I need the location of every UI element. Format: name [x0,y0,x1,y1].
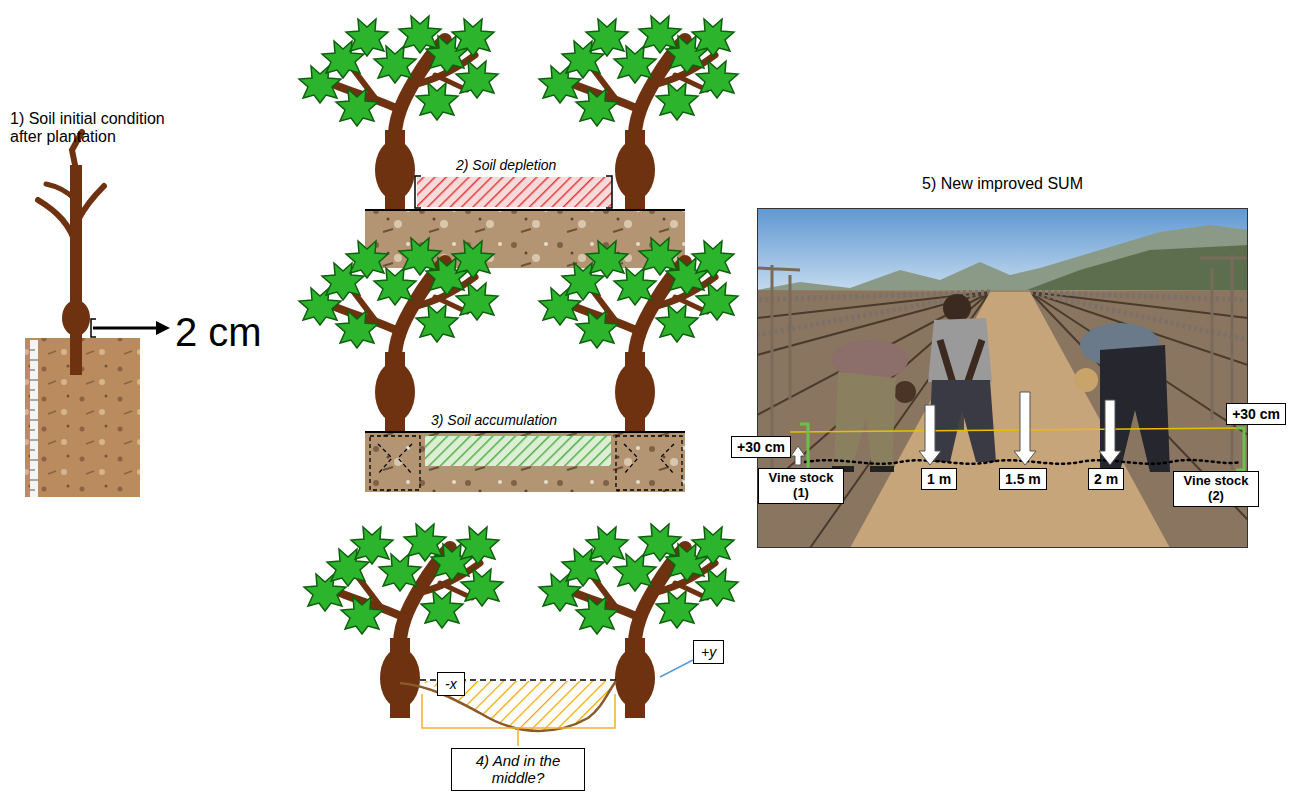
arrow-head [156,321,170,335]
accumulation-area [425,436,611,466]
question-box: 4) And in the middle? [451,748,585,791]
panel-caption: 2) Soil depletion [456,157,556,173]
vine-stock-box: Vine stock (1) [758,468,844,504]
white-arrow [1014,392,1036,465]
yellow-bracket [422,694,615,746]
dimension-label: 2 cm [175,309,262,355]
ruler [30,340,38,497]
depletion-area [417,177,612,207]
vine-row-lines [757,292,1248,548]
soil-surface-curve [400,681,616,731]
box-text: 1 m [927,471,951,487]
white-arrow [1099,400,1121,465]
person-left [832,340,916,472]
box-text: Vine stock (2) [1179,474,1253,504]
white-arrow [919,405,941,465]
box-text: Vine stock (1) [764,471,838,501]
distance-box: 2 m [1088,468,1124,490]
height-label-box: +30 cm [1226,403,1286,425]
young-vine-branch [78,186,104,220]
distance-box: 1 m [921,468,957,490]
ruler-ticks [30,350,38,490]
box-text: -x [445,676,457,692]
middle-panel [304,524,738,746]
brackets [415,176,612,208]
white-arrow [791,446,805,465]
ground [757,290,1248,548]
vine [299,238,498,432]
person-right [1074,323,1170,472]
leader-line [660,660,693,677]
person-right [1100,345,1170,472]
panel-heading: 5) New improved SUM [758,175,1247,193]
person-middle [943,294,971,322]
ground-line [365,431,685,433]
vine [539,238,738,432]
ground-line [365,209,685,211]
root-zone-dashed [370,436,420,490]
offset-box: -x [437,672,465,696]
dimension-arrow [93,327,160,330]
path-soil [850,292,1170,548]
graft-union [62,300,90,336]
person-left [870,466,894,472]
depletion-panel [299,16,738,268]
panel-caption: 3) Soil accumulation [431,412,557,428]
person-right [1074,368,1098,392]
person-middle [928,318,992,382]
trellis-posts [757,255,1248,480]
distance-box: 1.5 m [999,468,1047,490]
box-text: 4) And in the middle? [458,752,578,787]
soil-strip [365,432,685,492]
vine-stock-box: Vine stock (2) [1173,471,1259,507]
measuring-tape [790,428,1240,432]
box-text: 1.5 m [1005,471,1041,487]
person-middle [928,294,996,462]
young-vine-branch [38,200,76,245]
box-text: +30 cm [1232,406,1280,422]
person-middle [928,380,996,462]
box-text: +y [701,644,716,660]
person-left [834,372,896,468]
soil-profile-photo [25,338,140,497]
box-text: 2 m [1094,471,1118,487]
young-vine-branch [46,184,76,200]
accumulation-panel [299,238,738,492]
panel-caption: 1) Soil initial condition after plantati… [10,110,200,147]
offset-box: +y [693,640,724,664]
root-zone-dashed [616,436,682,490]
young-vine-panel [25,132,170,497]
box-text: +30 cm [737,439,785,455]
photo-panel: 5) New improved SUM+30 cmVine stock (1)1… [757,208,1248,548]
person-left [894,381,916,403]
height-label-box: +30 cm [731,436,791,458]
